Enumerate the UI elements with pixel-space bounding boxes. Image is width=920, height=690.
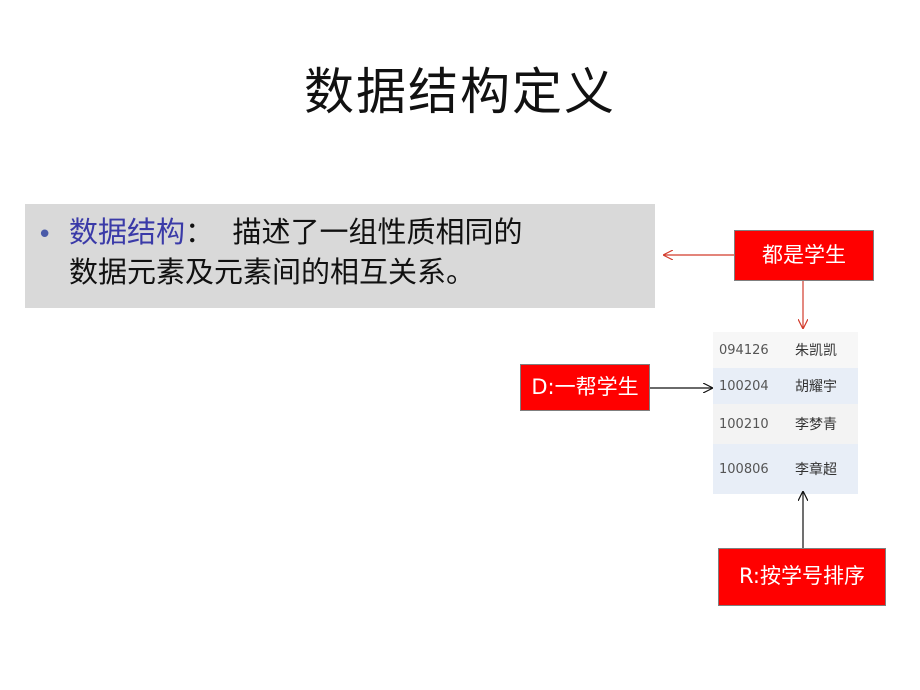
relation-tag: R:按学号排序	[718, 548, 886, 606]
table-row: 100210 李梦青	[713, 404, 858, 444]
student-id: 100806	[713, 444, 789, 494]
definition-colon: ：	[185, 215, 215, 249]
definition-text: 数据结构： 描述了一组性质相同的 数据元素及元素间的相互关系。	[69, 212, 649, 292]
table-row: 100204 胡耀宇	[713, 368, 858, 404]
definition-box: • 数据结构： 描述了一组性质相同的 数据元素及元素间的相互关系。	[25, 204, 655, 308]
data-set-tag: D:一帮学生	[520, 364, 650, 411]
bullet-icon: •	[37, 220, 53, 250]
all-students-tag: 都是学生	[734, 230, 874, 281]
student-name: 胡耀宇	[789, 368, 858, 404]
student-name: 朱凯凯	[789, 332, 858, 368]
definition-line1: 描述了一组性质相同的	[232, 215, 523, 249]
student-id: 094126	[713, 332, 789, 368]
table-row: 094126 朱凯凯	[713, 332, 858, 368]
definition-term: 数据结构	[69, 215, 186, 249]
student-id: 100210	[713, 404, 789, 444]
student-name: 李章超	[789, 444, 858, 494]
table-row: 100806 李章超	[713, 444, 858, 494]
student-name: 李梦青	[789, 404, 858, 444]
definition-line2: 数据元素及元素间的相互关系。	[69, 255, 476, 289]
slide-title: 数据结构定义	[304, 63, 616, 121]
student-table: 094126 朱凯凯 100204 胡耀宇 100210 李梦青 100806 …	[713, 332, 858, 494]
student-id: 100204	[713, 368, 789, 404]
